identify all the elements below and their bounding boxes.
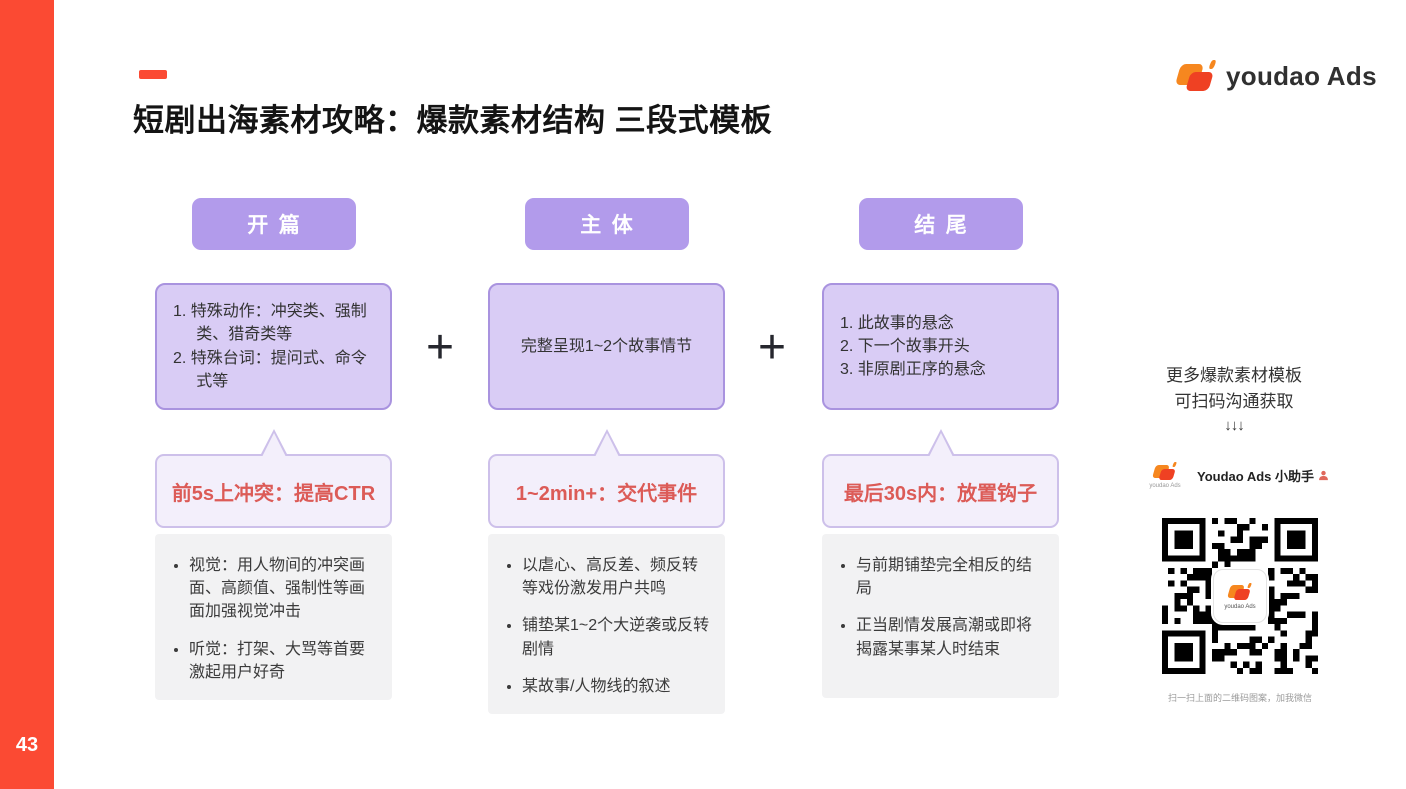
wechat-contact-card: youdao Ads Youdao Ads 小助手 <box>1145 462 1345 489</box>
intro-item: 2. 下一个故事开头 <box>840 337 970 355</box>
detail-box-body: 以虐心、高反差、频反转等戏份激发用户共鸣 铺垫某1~2个大逆袭或反转剧情 某故事… <box>488 534 725 714</box>
callout-text: 1~2min+：交代事件 <box>515 482 698 505</box>
contact-name: Youdao Ads 小助手 <box>1197 466 1329 485</box>
promo-text: 更多爆款素材模板 可扫码沟通获取 ↓↓↓ <box>1134 363 1334 438</box>
intro-item: 3. 非原剧正序的悬念 <box>840 361 986 379</box>
youdao-logo-icon-small <box>1152 462 1178 481</box>
plus-connector-1: + <box>425 321 455 374</box>
detail-box-ending: 与前期铺垫完全相反的结局 正当剧情发展高潮或即将揭露某事某人时结束 <box>822 534 1059 698</box>
intro-box-opening: 1. 特殊动作：冲突类、强制类、猎奇类等 2. 特殊台词：提问式、命令式等 <box>155 283 392 410</box>
bullet-item: 与前期铺垫完全相反的结局 <box>856 554 1047 600</box>
youdao-logo-text: youdao Ads <box>1226 60 1377 91</box>
callout-bubble-ending: 最后30s内：放置钩子 <box>822 429 1059 528</box>
mini-logo-caption: youdao Ads <box>1149 483 1181 489</box>
youdao-logo-icon <box>1174 60 1217 92</box>
person-icon <box>1319 470 1328 481</box>
bubble-tip-inner <box>261 433 286 457</box>
callout-text: 前5s上冲突：提高CTR <box>171 482 376 505</box>
intro-box-ending: 1. 此故事的悬念 2. 下一个故事开头 3. 非原剧正序的悬念 <box>822 283 1059 410</box>
intro-text: 完整呈现1~2个故事情节 <box>520 337 693 355</box>
callout-bubble-opening: 前5s上冲突：提高CTR <box>155 429 392 528</box>
column-ending: 结尾 1. 此故事的悬念 2. 下一个故事开头 3. 非原剧正序的悬念 最后30… <box>822 198 1059 698</box>
left-accent-bar <box>0 0 54 789</box>
mini-logo: youdao Ads <box>1145 462 1185 489</box>
intro-item: 1. 此故事的悬念 <box>840 314 954 332</box>
bullet-item: 某故事/人物线的叙述 <box>522 675 713 698</box>
detail-box-opening: 视觉：用人物间的冲突画面、高颜值、强制性等画面加强视觉冲击 听觉：打架、大骂等首… <box>155 534 392 700</box>
qr-center-label: youdao Ads <box>1224 603 1256 610</box>
youdao-logo: youdao Ads <box>1174 60 1377 92</box>
bullet-item: 以虐心、高反差、频反转等戏份激发用户共鸣 <box>522 554 713 600</box>
bullet-item: 视觉：用人物间的冲突画面、高颜值、强制性等画面加强视觉冲击 <box>189 554 380 624</box>
callout-text: 最后30s内：放置钩子 <box>843 482 1038 505</box>
promo-line: 可扫码沟通获取 <box>1174 391 1294 411</box>
youdao-logo-icon-qr <box>1227 582 1253 602</box>
callout-bubble-body: 1~2min+：交代事件 <box>488 429 725 528</box>
qr-center-logo: youdao Ads <box>1213 569 1267 623</box>
promo-line: 更多爆款素材模板 <box>1166 366 1302 385</box>
stage-pill-ending: 结尾 <box>858 198 1023 250</box>
intro-box-body: 完整呈现1~2个故事情节 <box>488 283 725 410</box>
slide-title: 短剧出海素材攻略：爆款素材结构 三段式模板 <box>133 103 773 138</box>
bubble-tip-inner <box>594 433 619 457</box>
plus-connector-2: + <box>757 321 787 374</box>
page-number: 43 <box>15 734 39 756</box>
scan-caption: 扫一扫上面的二维码图案，加我微信 <box>1167 693 1312 703</box>
intro-item: 2. 特殊台词：提问式、命令式等 <box>173 349 367 390</box>
intro-item: 1. 特殊动作：冲突类、强制类、猎奇类等 <box>173 303 367 344</box>
stage-pill-opening: 开篇 <box>191 198 356 250</box>
bullet-item: 铺垫某1~2个大逆袭或反转剧情 <box>522 614 713 660</box>
stage-pill-body: 主体 <box>524 198 689 250</box>
column-opening: 开篇 1. 特殊动作：冲突类、强制类、猎奇类等 2. 特殊台词：提问式、命令式等… <box>155 198 392 700</box>
bullet-item: 正当剧情发展高潮或即将揭露某事某人时结束 <box>856 614 1047 660</box>
qr-code: youdao Ads <box>1162 518 1318 674</box>
bubble-tip-inner <box>928 433 953 457</box>
down-arrows: ↓↓↓ <box>1224 417 1245 434</box>
bullet-item: 听觉：打架、大骂等首要激起用户好奇 <box>189 638 380 684</box>
title-dash <box>139 70 167 79</box>
column-body: 主体 完整呈现1~2个故事情节 1~2min+：交代事件 以虐心、高反差、频反转… <box>488 198 725 714</box>
